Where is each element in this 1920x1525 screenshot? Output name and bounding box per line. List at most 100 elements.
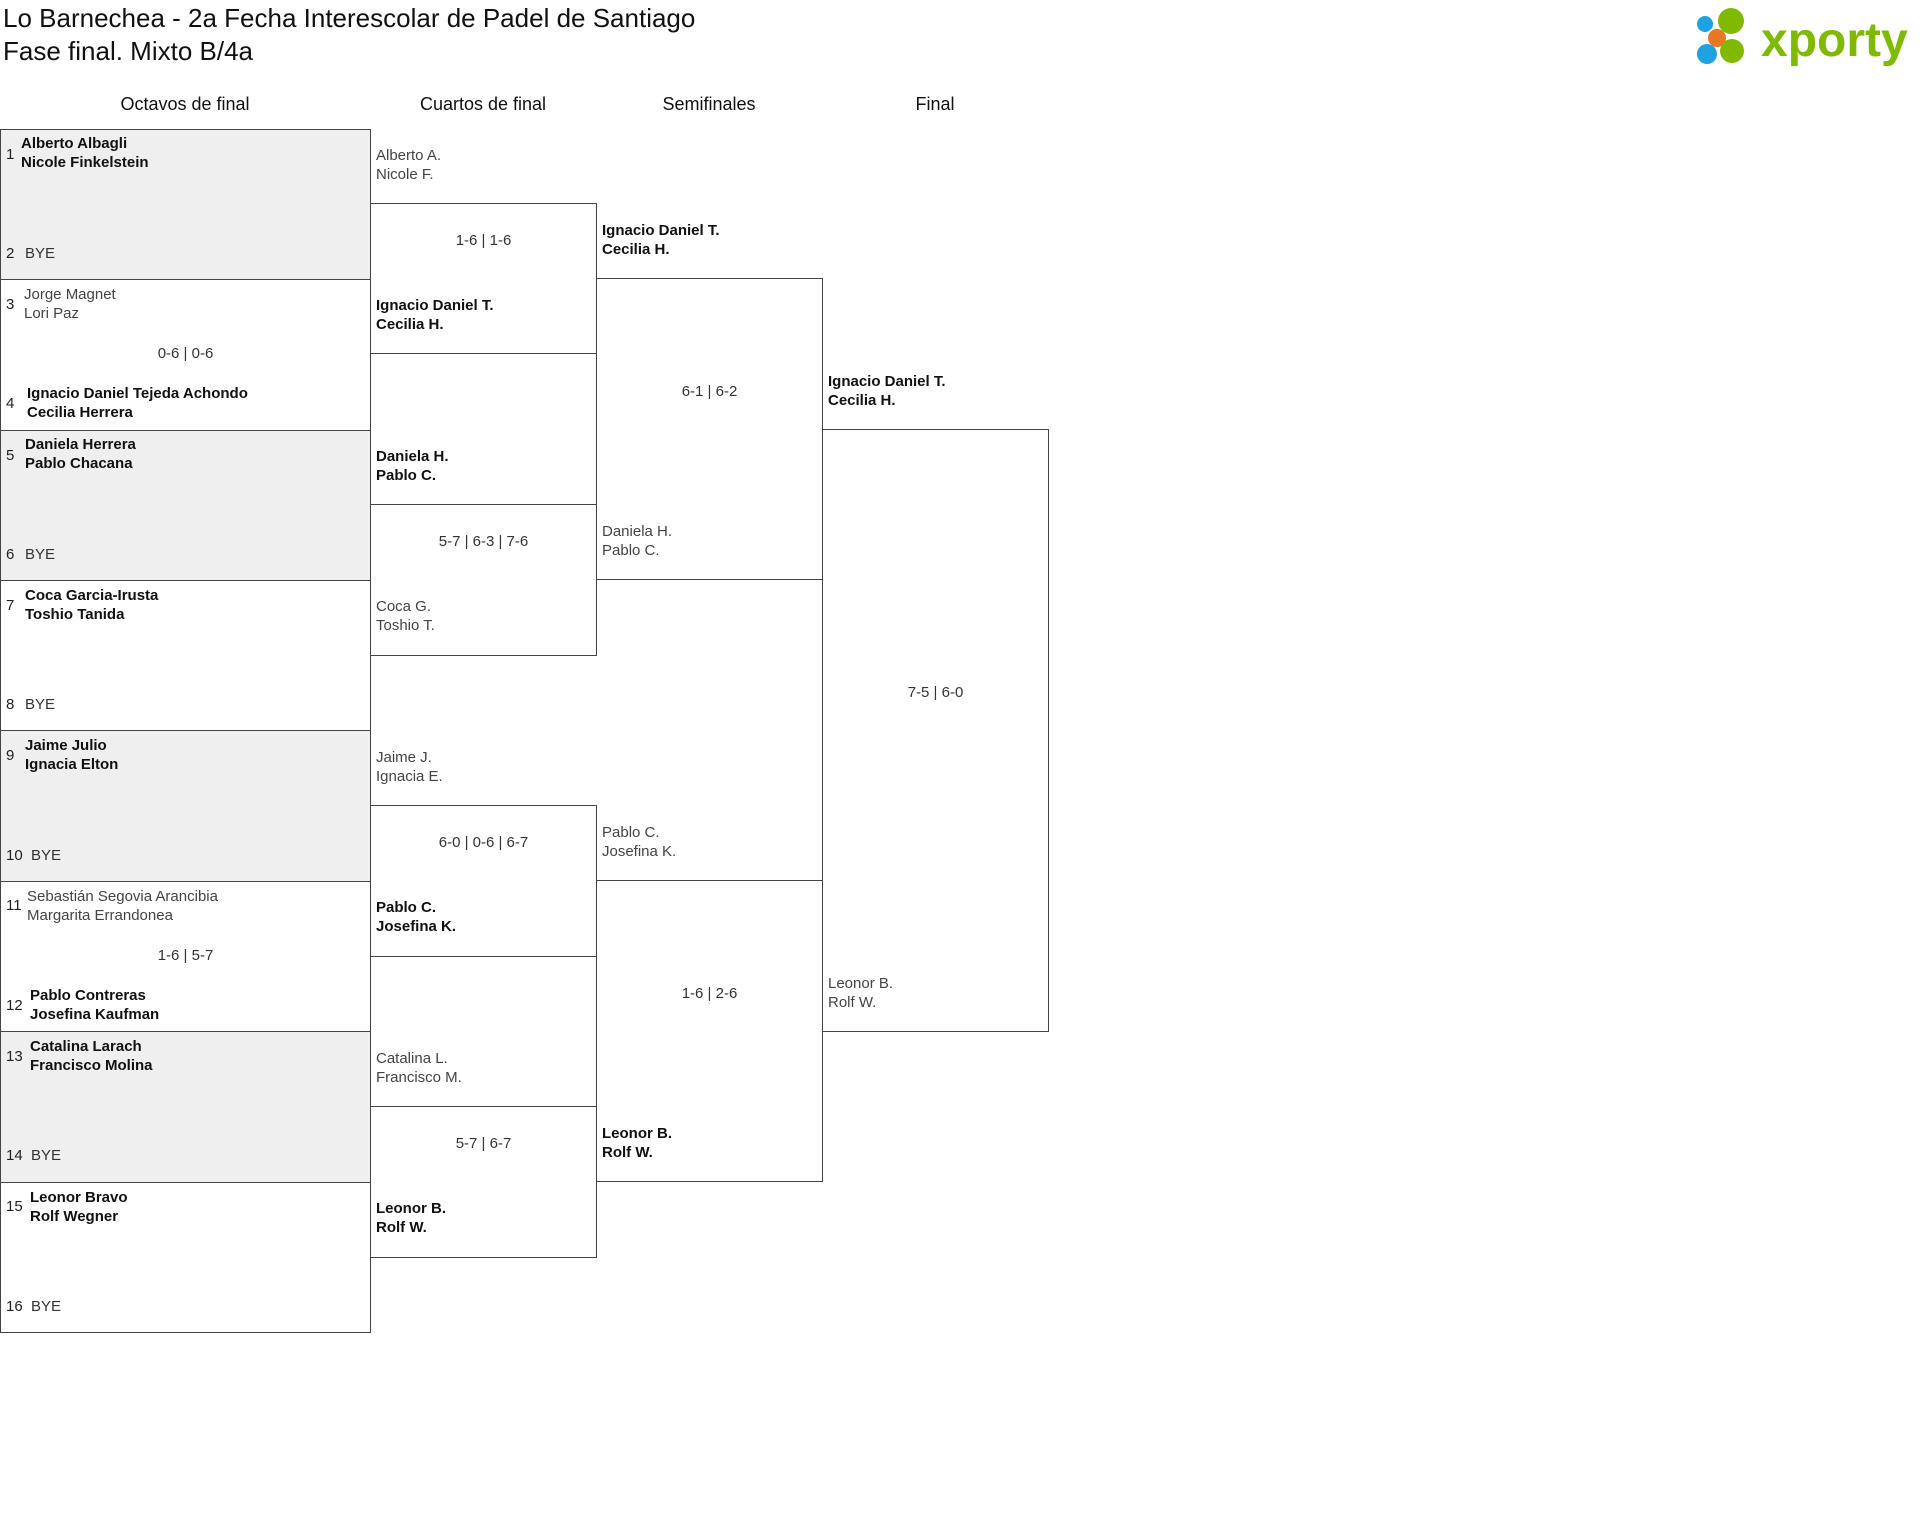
page-title-line1: Lo Barnechea - 2a Fecha Interescolar de … <box>3 3 696 33</box>
player-name: Ignacio Daniel Tejeda Achondo <box>27 385 248 402</box>
seed-number: 9 <box>6 747 15 764</box>
player-name: Leonor B. <box>602 1125 672 1142</box>
qf-team[interactable]: Pablo C. Josefina K. <box>376 898 456 936</box>
player-name: Josefina K. <box>602 843 677 860</box>
player-name: Cecilia Herrera <box>27 404 133 421</box>
qf-team[interactable]: Catalina L. Francisco M. <box>376 1049 462 1087</box>
r16-team[interactable]: Alberto Albagli Nicole Finkelstein <box>21 134 149 172</box>
r16-team[interactable]: Jorge Magnet Lori Paz <box>24 285 116 323</box>
seed-number: 15 <box>6 1198 23 1215</box>
seed-number: 11 <box>6 897 22 914</box>
seed-number: 12 <box>6 997 23 1014</box>
qf-team[interactable]: Ignacio Daniel T. Cecilia H. <box>376 296 494 334</box>
seed-number: 14 <box>6 1147 23 1164</box>
r16-match-8 <box>0 1182 371 1333</box>
seed-number: 7 <box>6 597 15 614</box>
sf-match-1 <box>596 278 823 580</box>
seed-number: 16 <box>6 1298 23 1315</box>
r16-match-4 <box>0 580 371 731</box>
logo-text: xporty <box>1761 14 1908 67</box>
seed-number: 6 <box>6 546 15 563</box>
player-name: Daniela H. <box>376 448 449 465</box>
round-header-sf: Semifinales <box>662 94 756 114</box>
seed-number: 4 <box>6 395 15 412</box>
r16-team[interactable]: Ignacio Daniel Tejeda Achondo Cecilia He… <box>27 384 248 422</box>
bye-label: BYE <box>25 696 56 713</box>
player-name: Jaime J. <box>376 749 432 766</box>
r16-team[interactable]: Sebastián Segovia Arancibia Margarita Er… <box>27 887 218 925</box>
player-name: Nicole F. <box>376 166 434 183</box>
qf-match-1 <box>370 203 597 354</box>
r16-team[interactable]: Daniela Herrera Pablo Chacana <box>25 435 136 473</box>
round-header-final: Final <box>915 94 955 114</box>
match-score: 5-7 | 6-3 | 7-6 <box>438 533 529 550</box>
player-name: Ignacia Elton <box>25 756 119 773</box>
player-name: Leonor Bravo <box>30 1189 128 1206</box>
player-name: Rolf W. <box>602 1144 653 1161</box>
player-name: Rolf Wegner <box>30 1208 119 1225</box>
seed-number: 1 <box>6 146 15 163</box>
player-name: Nicole Finkelstein <box>21 154 149 171</box>
final-match <box>822 429 1049 1032</box>
qf-team[interactable]: Alberto A. Nicole F. <box>376 146 441 184</box>
player-name: Rolf W. <box>376 1219 427 1236</box>
sf-team[interactable]: Pablo C. Josefina K. <box>602 823 676 861</box>
player-name: Pablo Chacana <box>25 455 133 472</box>
match-score: 7-5 | 6-0 <box>907 684 964 701</box>
player-name: Toshio T. <box>376 617 435 634</box>
qf-team[interactable]: Daniela H. Pablo C. <box>376 447 449 485</box>
r16-team[interactable]: Leonor Bravo Rolf Wegner <box>30 1188 128 1226</box>
player-name: Cecilia H. <box>376 316 444 333</box>
final-team[interactable]: Leonor B. Rolf W. <box>828 974 893 1012</box>
player-name: Alberto A. <box>376 147 442 164</box>
page-title-line2: Fase final. Mixto B/4a <box>3 36 253 66</box>
seed-number: 5 <box>6 447 15 464</box>
sf-team[interactable]: Daniela H. Pablo C. <box>602 522 672 560</box>
player-name: Catalina L. <box>376 1050 448 1067</box>
bye-label: BYE <box>31 1298 62 1315</box>
player-name: Sebastián Segovia Arancibia <box>27 888 218 905</box>
sf-team[interactable]: Ignacio Daniel T. Cecilia H. <box>602 221 720 259</box>
r16-team[interactable]: Catalina Larach Francisco Molina <box>30 1037 153 1075</box>
qf-team[interactable]: Leonor B. Rolf W. <box>376 1199 446 1237</box>
sf-team[interactable]: Leonor B. Rolf W. <box>602 1124 672 1162</box>
player-name: Josefina Kaufman <box>30 1006 160 1023</box>
round-header-r16: Octavos de final <box>120 94 250 114</box>
match-score: 6-1 | 6-2 <box>681 383 738 400</box>
player-name: Cecilia H. <box>602 241 670 258</box>
seed-number: 3 <box>6 296 15 313</box>
player-name: Josefina K. <box>376 918 457 935</box>
player-name: Ignacio Daniel T. <box>602 222 720 239</box>
seed-number: 10 <box>6 847 23 864</box>
player-name: Pablo C. <box>376 899 437 916</box>
match-score: 1-6 | 2-6 <box>681 985 738 1002</box>
player-name: Leonor B. <box>828 975 894 992</box>
r16-team[interactable]: Pablo Contreras Josefina Kaufman <box>30 986 159 1024</box>
r16-match-6 <box>0 881 371 1032</box>
bye-label: BYE <box>31 1147 62 1164</box>
player-name: Daniela Herrera <box>25 436 136 453</box>
match-score: 1-6 | 5-7 <box>157 947 214 964</box>
match-score: 1-6 | 1-6 <box>455 232 512 249</box>
player-name: Ignacia E. <box>376 768 443 785</box>
player-name: Leonor B. <box>376 1200 446 1217</box>
qf-team[interactable]: Coca G. Toshio T. <box>376 597 435 635</box>
xporty-logo: xporty <box>1697 8 1908 67</box>
match-score: 6-0 | 0-6 | 6-7 <box>438 834 529 851</box>
final-team[interactable]: Ignacio Daniel T. Cecilia H. <box>828 372 946 410</box>
bye-label: BYE <box>31 847 62 864</box>
r16-team[interactable]: Jaime Julio Ignacia Elton <box>25 736 118 774</box>
player-name: Lori Paz <box>24 305 80 322</box>
player-name: Pablo C. <box>602 542 660 559</box>
player-name: Pablo C. <box>602 824 660 841</box>
player-name: Alberto Albagli <box>21 135 128 152</box>
player-name: Ignacio Daniel T. <box>828 373 946 390</box>
match-score: 0-6 | 0-6 <box>157 345 214 362</box>
qf-team[interactable]: Jaime J. Ignacia E. <box>376 748 443 786</box>
player-name: Jaime Julio <box>25 737 107 754</box>
r16-team[interactable]: Coca Garcia-Irusta Toshio Tanida <box>25 586 158 624</box>
player-name: Rolf W. <box>828 994 877 1011</box>
player-name: Pablo C. <box>376 467 437 484</box>
r16-match-2 <box>0 279 371 431</box>
seed-number: 13 <box>6 1048 23 1065</box>
